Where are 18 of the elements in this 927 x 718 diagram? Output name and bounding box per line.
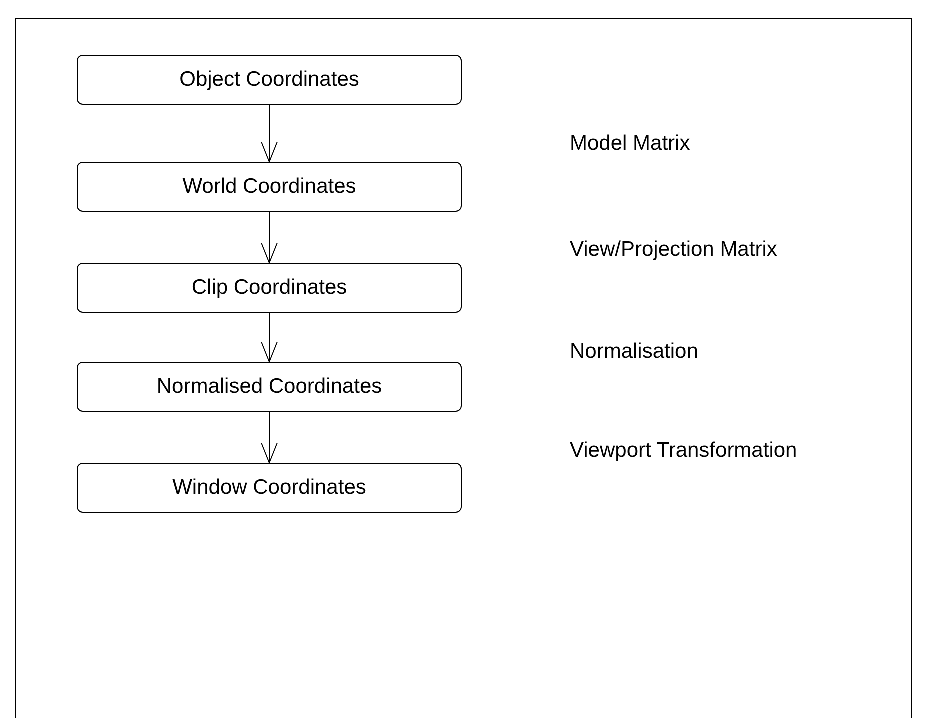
box-label: Window Coordinates [172,475,366,502]
transform-label: Model Matrix [570,131,690,157]
process-box [77,263,462,313]
process-box [77,55,462,105]
box-label: Clip Coordinates [192,275,348,302]
arrow [261,104,278,162]
box-label: Normalised Coordinates [156,374,382,400]
box-label: Object Coordinates [180,67,360,94]
arrow [261,212,278,264]
arrow [261,312,278,362]
box-label: World Coordinates [182,174,356,200]
transform-label: Viewport Transformation [570,438,798,464]
arrow [261,412,278,464]
process-box [77,162,462,212]
process-box [77,362,462,412]
transform-label: Normalisation [570,339,698,365]
transform-label: View/Projection Matrix [570,237,778,263]
process-box [77,463,462,513]
